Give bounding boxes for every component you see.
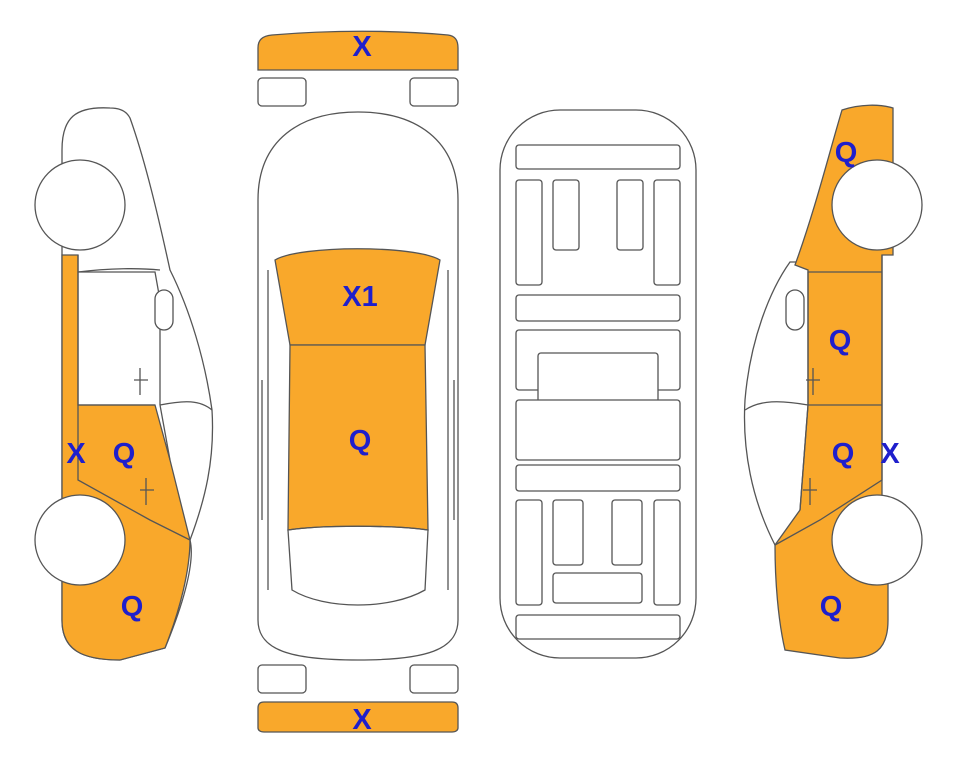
right-rear-door-handle-icon (803, 478, 817, 505)
front-left-door-trim (515, 179, 543, 286)
label-left-side-x: X (66, 438, 86, 470)
label-rear-bumper: X (352, 704, 372, 736)
right-front-door-handle-icon (806, 368, 820, 395)
left-taillight (257, 664, 307, 694)
label-right-front-door: Q (829, 325, 852, 357)
left-rear-wheel (34, 494, 126, 586)
windshield-panel (274, 248, 441, 346)
top-side-lines (261, 270, 455, 590)
right-door-lines (774, 255, 883, 546)
rear-left-seat (552, 499, 584, 566)
left-window-line (77, 268, 213, 411)
rear-window-outline (287, 525, 429, 606)
right-headlight (409, 77, 459, 107)
label-roof: Q (349, 425, 372, 457)
label-left-rear-quarter: Q (121, 591, 144, 623)
passenger-seat (616, 179, 644, 251)
rear-bumper-panel (257, 701, 459, 733)
front-right-door-trim (653, 179, 681, 286)
left-door-lines (77, 255, 191, 541)
left-rear-door-handle-icon (140, 478, 154, 505)
rear-bench (552, 572, 643, 604)
right-side-view (743, 104, 923, 659)
rear-left-door-trim (515, 499, 543, 606)
top-view (257, 30, 459, 733)
trunk-floor (515, 614, 681, 640)
label-front-bumper: X (352, 31, 372, 63)
label-left-rear-door: Q (113, 438, 136, 470)
label-right-front-quarter: Q (835, 137, 858, 169)
left-mirror (154, 289, 174, 331)
dashboard (515, 144, 681, 170)
label-right-rear-quarter: Q (820, 591, 843, 623)
right-rear-wheel (831, 494, 923, 586)
left-front-door-handle-icon (134, 368, 148, 395)
right-front-wheel (831, 159, 923, 251)
left-side-view (34, 107, 214, 661)
label-windshield: X1 (342, 281, 377, 313)
right-window-line (744, 401, 809, 411)
mid-floor-panel (515, 399, 681, 461)
label-right-side-x: X (880, 438, 900, 470)
left-headlight (257, 77, 307, 107)
front-seatback-bar (515, 294, 681, 322)
rear-seatback-bar (515, 464, 681, 492)
front-bumper-panel (257, 30, 459, 71)
damage-labels: X X X1 Q X Q Q Q Q Q X Q (66, 31, 900, 736)
driver-seat (552, 179, 580, 251)
left-front-wheel (34, 159, 126, 251)
label-right-rear-door: Q (832, 438, 855, 470)
rear-right-seat (611, 499, 643, 566)
right-taillight (409, 664, 459, 694)
interior-view (499, 109, 697, 659)
rear-right-door-trim (653, 499, 681, 606)
right-mirror (785, 289, 805, 331)
